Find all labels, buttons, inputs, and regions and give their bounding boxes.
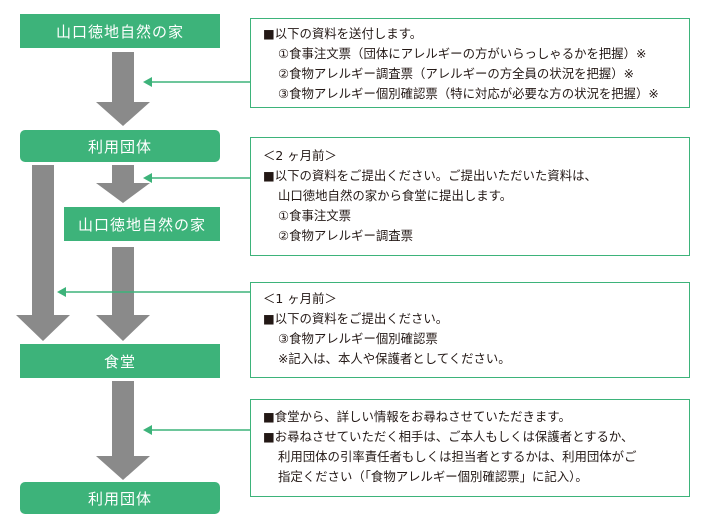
note-one-month-before: ＜1 ヶ月前＞ ■以下の資料をご提出ください。 ③食物アレルギー個別確認票 ※記… xyxy=(250,282,690,378)
flow-step-cafeteria: 食堂 xyxy=(20,344,220,378)
note-line: ③食物アレルギー個別確認票 xyxy=(278,331,438,346)
note-line: ＜2 ヶ月前＞ xyxy=(263,148,337,163)
note-line: 指定ください（「食物アレルギー個別確認票」に記入）。 xyxy=(278,469,588,484)
note-line: ■以下の資料をご提出ください。ご提出いただいた資料は、 xyxy=(263,168,597,183)
note-two-months-before: ＜2 ヶ月前＞ ■以下の資料をご提出ください。ご提出いただいた資料は、 山口徳地… xyxy=(250,137,690,256)
note-cafeteria-inquiry: ■食堂から、詳しい情報をお尋ねさせていただきます。 ■お尋ねさせていただく相手は… xyxy=(250,399,690,497)
note-line: ①食事注文票 xyxy=(278,208,352,223)
note-line: ■以下の資料を送付します。 xyxy=(263,26,423,41)
flow-step-user-group: 利用団体 xyxy=(20,130,220,162)
flow-step-yamaguchi-tokuji: 山口徳地自然の家 xyxy=(20,14,220,48)
note-line: ③食物アレルギー個別確認票（特に対応が必要な方の状況を把握）※ xyxy=(278,86,659,101)
note-line: 利用団体の引率責任者もしくは担当者とするかは、利用団体がご xyxy=(278,449,637,464)
down-arrow-3 xyxy=(16,165,70,341)
note-line: ①食事注文票（団体にアレルギーの方がいらっしゃるかを把握）※ xyxy=(278,46,647,61)
down-arrow-4 xyxy=(96,247,150,341)
note-send-documents: ■以下の資料を送付します。 ①食事注文票（団体にアレルギーの方がいらっしゃるかを… xyxy=(250,18,690,108)
note-line: ②食物アレルギー調査票 xyxy=(278,228,414,243)
note-line: ■お尋ねさせていただく相手は、ご本人もしくは保護者とするか、 xyxy=(263,429,634,444)
note-line: ■以下の資料をご提出ください。 xyxy=(263,311,449,326)
note-line: ※記入は、本人や保護者としてください。 xyxy=(278,351,511,366)
down-arrow-2 xyxy=(96,165,150,203)
note-line: 山口徳地自然の家から食堂に提出します。 xyxy=(278,188,513,203)
note-line: ②食物アレルギー調査票（アレルギーの方全員の状況を把握）※ xyxy=(278,66,635,81)
flow-step-user-group-2: 利用団体 xyxy=(20,482,220,514)
flow-step-yamaguchi-tokuji-2: 山口徳地自然の家 xyxy=(64,207,220,241)
down-arrow-5 xyxy=(96,381,150,480)
note-line: ＜1 ヶ月前＞ xyxy=(263,291,337,306)
down-arrow-1 xyxy=(96,52,150,126)
note-line: ■食堂から、詳しい情報をお尋ねさせていただきます。 xyxy=(263,409,571,424)
